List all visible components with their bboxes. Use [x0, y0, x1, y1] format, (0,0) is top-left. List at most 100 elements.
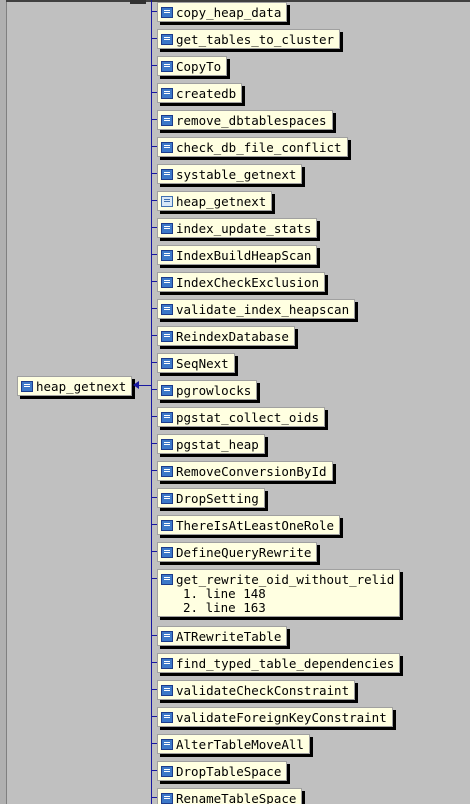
function-icon	[161, 765, 173, 777]
caller-node[interactable]: IndexCheckExclusion	[157, 272, 325, 292]
caller-connector	[151, 146, 157, 147]
caller-connector	[151, 551, 157, 552]
caller-label: RemoveConversionById	[176, 463, 327, 479]
function-icon	[161, 738, 173, 750]
caller-connector	[151, 578, 157, 579]
caller-label: get_rewrite_oid_without_relid	[176, 571, 395, 587]
caller-label: pgrowlocks	[176, 382, 252, 398]
function-icon	[161, 33, 173, 45]
window-frame-top	[6, 0, 470, 2]
caller-connector	[151, 797, 157, 798]
function-icon	[161, 357, 173, 369]
caller-node[interactable]: pgstat_collect_oids	[157, 407, 325, 427]
caller-connector	[151, 470, 157, 471]
function-icon	[161, 411, 173, 423]
caller-label: copy_heap_data	[176, 4, 282, 20]
caller-label: systable_getnext	[176, 166, 297, 182]
caller-node[interactable]: validateForeignKeyConstraint	[157, 707, 393, 727]
caller-connector	[151, 416, 157, 417]
caller-label: get_tables_to_cluster	[176, 31, 335, 47]
call-site-line: 2. line 163	[183, 600, 266, 615]
caller-node[interactable]: createdb	[157, 83, 243, 103]
caller-connector	[151, 716, 157, 717]
caller-connector	[151, 497, 157, 498]
caller-label: ATRewriteTable	[176, 628, 282, 644]
function-icon	[21, 380, 33, 392]
caller-connector	[151, 227, 157, 228]
caller-connector	[151, 662, 157, 663]
function-icon	[161, 330, 173, 342]
window-frame-notch	[130, 0, 146, 4]
caller-connector	[151, 38, 157, 39]
caller-connector	[151, 689, 157, 690]
caller-connector	[151, 65, 157, 66]
file-icon	[161, 195, 173, 207]
caller-node[interactable]: RemoveConversionById	[157, 461, 333, 481]
caller-label: index_update_stats	[176, 220, 312, 236]
function-icon	[161, 6, 173, 18]
caller-connector	[151, 308, 157, 309]
function-icon	[161, 303, 173, 315]
caller-label: ReindexDatabase	[176, 328, 289, 344]
caller-node[interactable]: copy_heap_data	[157, 2, 288, 22]
function-icon	[161, 519, 173, 531]
function-icon	[161, 222, 173, 234]
caller-node[interactable]: find_typed_table_dependencies	[157, 653, 401, 673]
caller-node[interactable]: DefineQueryRewrite	[157, 542, 318, 562]
source-node-heap-getnext[interactable]: heap_getnext	[17, 376, 133, 396]
function-icon	[161, 684, 173, 696]
caller-node[interactable]: ReindexDatabase	[157, 326, 295, 346]
caller-connector	[151, 770, 157, 771]
arrow-head-icon	[133, 381, 139, 389]
caller-trunk-line	[151, 0, 152, 804]
caller-node[interactable]: DropSetting	[157, 488, 265, 508]
caller-connector	[151, 281, 157, 282]
caller-node[interactable]: SeqNext	[157, 353, 235, 373]
caller-label: remove_dbtablespaces	[176, 112, 327, 128]
function-icon	[161, 168, 173, 180]
caller-node[interactable]: validate_index_heapscan	[157, 299, 356, 319]
caller-node[interactable]: pgstat_heap	[157, 434, 265, 454]
caller-label: check_db_file_conflict	[176, 139, 342, 155]
function-icon	[161, 438, 173, 450]
function-icon	[161, 573, 173, 585]
caller-connector	[151, 92, 157, 93]
function-icon	[161, 249, 173, 261]
caller-label: createdb	[176, 85, 237, 101]
caller-node[interactable]: DropTableSpace	[157, 761, 288, 781]
caller-node[interactable]: remove_dbtablespaces	[157, 110, 333, 130]
caller-node[interactable]: pgrowlocks	[157, 380, 258, 400]
caller-node[interactable]: systable_getnext	[157, 164, 303, 184]
caller-label: DropSetting	[176, 490, 259, 506]
caller-label: validate_index_heapscan	[176, 301, 350, 317]
caller-label: find_typed_table_dependencies	[176, 655, 395, 671]
caller-node[interactable]: AlterTableMoveAll	[157, 734, 310, 754]
caller-node[interactable]: IndexBuildHeapScan	[157, 245, 318, 265]
function-icon	[161, 276, 173, 288]
source-node-label: heap_getnext	[36, 378, 127, 394]
caller-node[interactable]: RenameTableSpace	[157, 788, 303, 804]
function-icon	[161, 630, 173, 642]
caller-label: SeqNext	[176, 355, 229, 371]
caller-node[interactable]: check_db_file_conflict	[157, 137, 348, 157]
caller-connector	[151, 389, 157, 390]
function-icon	[161, 792, 173, 804]
caller-node[interactable]: ATRewriteTable	[157, 626, 288, 646]
caller-connector	[151, 524, 157, 525]
caller-connector	[151, 200, 157, 201]
caller-label: RenameTableSpace	[176, 790, 297, 804]
caller-node[interactable]: validateCheckConstraint	[157, 680, 356, 700]
caller-node[interactable]: ThereIsAtLeastOneRole	[157, 515, 341, 535]
caller-label: heap_getnext	[176, 193, 267, 209]
caller-node[interactable]: get_tables_to_cluster	[157, 29, 341, 49]
source-connector	[135, 385, 151, 386]
window-frame-left	[0, 0, 7, 804]
caller-connector	[151, 635, 157, 636]
caller-node[interactable]: CopyTo	[157, 56, 228, 76]
caller-node[interactable]: index_update_stats	[157, 218, 318, 238]
caller-connector	[151, 743, 157, 744]
caller-node[interactable]: heap_getnext	[157, 191, 273, 211]
caller-label: CopyTo	[176, 58, 222, 74]
